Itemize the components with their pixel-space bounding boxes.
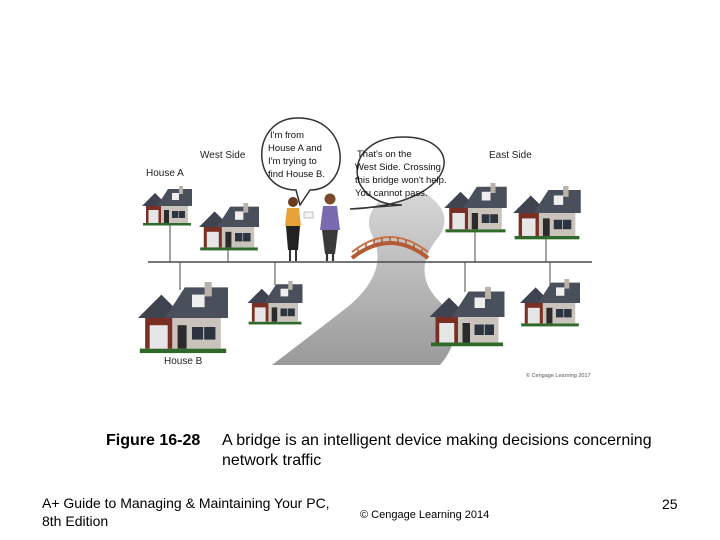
road-icon [272,190,455,365]
bubble-left-line: I'm from [270,130,304,141]
footer-copyright: © Cengage Learning 2014 [360,509,490,521]
bridge-network-figure: I'm from House A and I'm trying to find … [137,117,592,379]
bubble-left-line: House A and [268,143,322,154]
bubble-left-line: find House B. [268,169,325,180]
footer-title-line1: A+ Guide to Managing & Maintaining Your … [42,495,330,511]
house-a-label: House A [146,168,184,179]
bridge-icon [350,236,430,260]
person-icon [285,197,314,261]
house-icon [198,203,260,251]
bubble-right-line: That's on the [357,149,412,160]
footer-book-title: A+ Guide to Managing & Maintaining Your … [42,494,362,530]
bubble-right-line: West Side. Crossing [355,162,441,173]
house-icon [247,281,303,325]
house-icon [137,282,229,354]
footer-title-line2: 8th Edition [42,513,109,529]
bubble-right-line: this bridge won't help. [355,175,447,186]
figure-caption-text: A bridge is an intelligent device making… [222,432,652,469]
house-icon [141,186,193,226]
speech-bubble-right: That's on the West Side. Crossing this b… [349,136,447,210]
bubble-right-line: You cannot pass. [355,188,428,199]
east-side-label: East Side [489,150,532,161]
house-b-label: House B [164,356,203,367]
person-icon [320,193,340,261]
house-icon [429,287,505,347]
west-side-label: West Side [200,150,246,161]
house-icon [512,186,582,240]
house-icon [520,279,580,327]
figure-number: Figure 16-28 [106,432,201,449]
figure-credit: © Cengage Learning 2017 [526,372,591,379]
page-number: 25 [662,496,678,512]
bubble-left-line: I'm trying to [268,156,317,167]
speech-bubble-left: I'm from House A and I'm trying to find … [261,117,341,207]
house-icon [443,183,508,233]
